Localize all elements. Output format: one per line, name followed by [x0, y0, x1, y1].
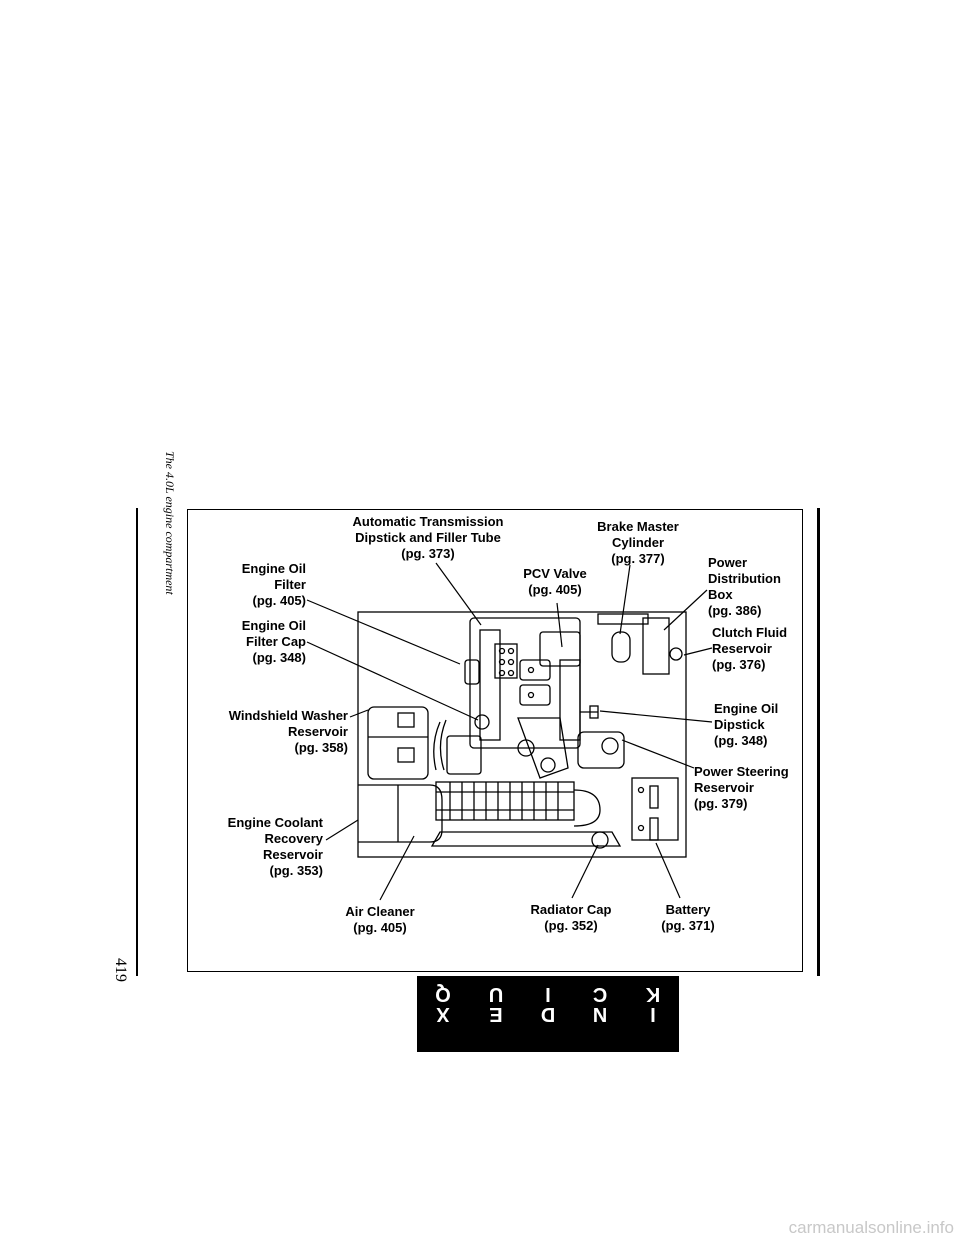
figure-frame	[187, 509, 803, 972]
quick-index-letter: E	[488, 1003, 503, 1025]
left-margin-rule	[136, 508, 138, 976]
label-battery: Battery(pg. 371)	[661, 902, 715, 933]
quick-index-row-index: I N D E X	[417, 1002, 679, 1025]
right-margin-rule	[817, 508, 820, 976]
label-air-cleaner: Air Cleaner(pg. 405)	[345, 904, 415, 935]
label-pcv-valve: PCV Valve(pg. 405)	[523, 566, 587, 597]
quick-index-tab[interactable]: Q U I C K I N D E X	[417, 976, 679, 1052]
watermark: carmanualsonline.info	[788, 1218, 954, 1237]
quick-index-letter: X	[436, 1003, 450, 1025]
quick-index-letter: D	[540, 1003, 556, 1025]
label-radiator-cap: Radiator Cap(pg. 352)	[530, 902, 612, 933]
quick-index-letter: I	[649, 1003, 656, 1025]
quick-index-letter: N	[593, 1003, 608, 1025]
